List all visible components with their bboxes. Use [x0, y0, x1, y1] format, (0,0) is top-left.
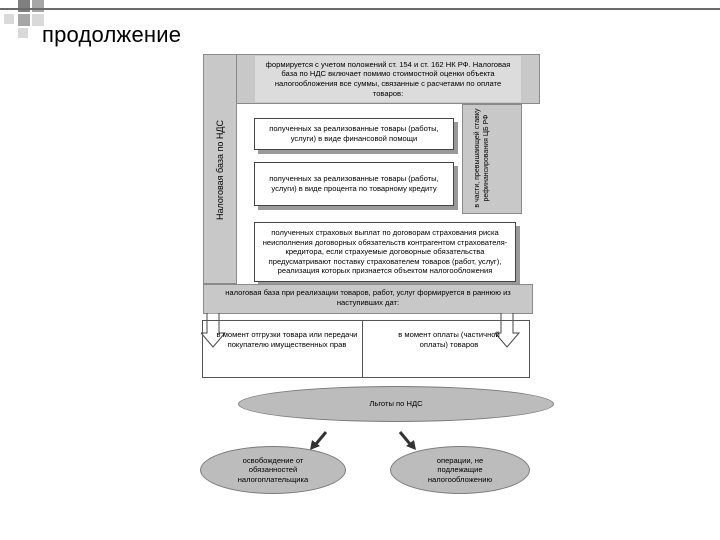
arrow-left-diagonal-icon	[310, 431, 328, 450]
side-panel	[203, 54, 237, 284]
interest-box: полученных за реализованные товары (рабо…	[254, 162, 454, 206]
payment-option: в момент оплаты (частичной оплаты) товар…	[398, 330, 500, 349]
decor-square-mid	[32, 0, 44, 12]
slide-title: продолжение	[42, 22, 182, 47]
shipment-option: в момент отгрузки товара или передачи по…	[216, 330, 358, 349]
options-frame	[202, 320, 530, 378]
side-label: Налоговая база по НДС	[215, 120, 225, 220]
non-taxable-ellipse: операции, не подлежащие налогообложению	[390, 446, 530, 494]
arrow-right-diagonal-icon	[398, 431, 416, 450]
options-divider	[362, 320, 363, 378]
insurance-box: полученных страховых выплат по договорам…	[254, 222, 516, 282]
arrow-down-right-icon	[495, 313, 521, 348]
decor-square-tiny	[18, 28, 28, 38]
benefits-label: Льготы по НДС	[369, 399, 423, 409]
date-bar-text: налоговая база при реализации товаров, р…	[225, 288, 511, 307]
exemption-ellipse: освобождение от обязанностей налогоплате…	[200, 446, 346, 494]
top-text-box: формируется с учетом положений ст. 154 и…	[255, 56, 521, 102]
benefits-ellipse: Льготы по НДС	[238, 386, 554, 422]
header-line	[0, 8, 720, 10]
non-taxable-label: операции, не подлежащие налогообложению	[427, 455, 493, 484]
right-panel	[462, 104, 522, 214]
financial-aid-box: полученных за реализованные товары (рабо…	[254, 118, 454, 150]
arrow-down-left-icon	[201, 313, 227, 348]
exemption-label: освобождение от обязанностей налогоплате…	[237, 455, 309, 484]
right-vertical-label: в части, превышающей ставку рефинансиров…	[474, 108, 490, 208]
decor-square-lighter	[32, 14, 44, 26]
date-bar-bg	[203, 284, 533, 314]
decor-square-light	[18, 14, 30, 26]
decor-square-dark	[18, 0, 30, 12]
decor-square-small	[4, 14, 14, 24]
